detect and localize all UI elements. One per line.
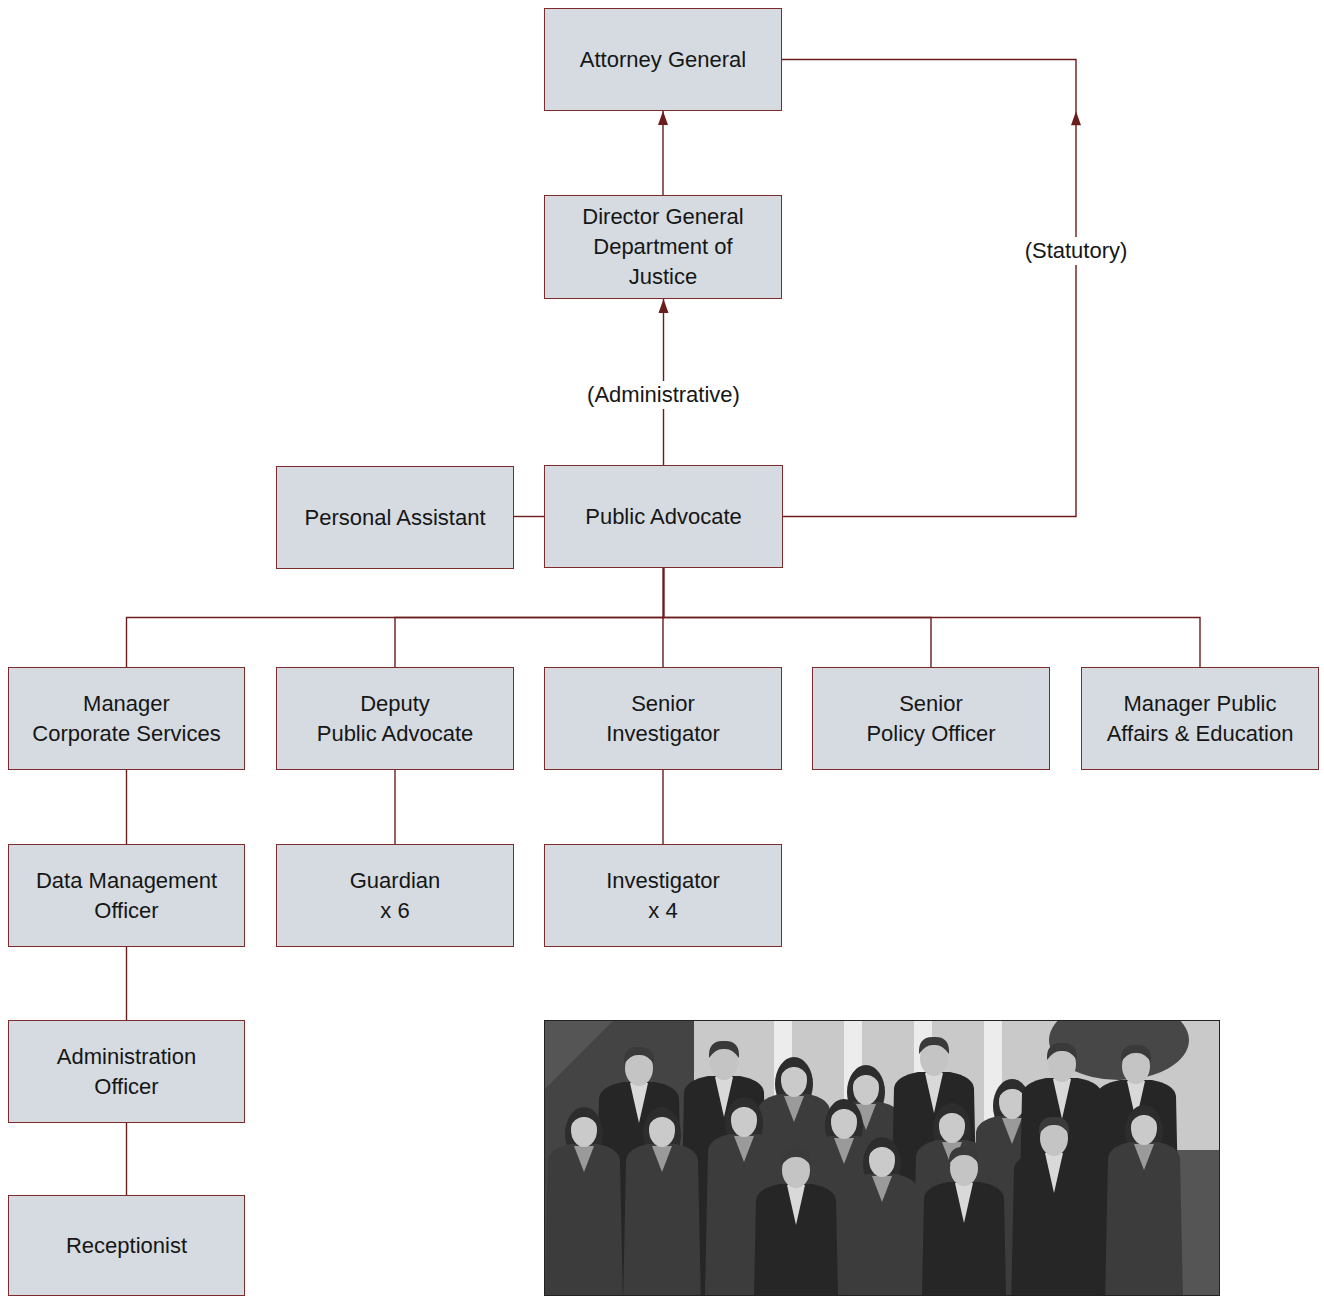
connector xyxy=(658,111,668,195)
connector-line xyxy=(395,568,664,667)
box-label: Public Advocate xyxy=(585,502,742,532)
org-box: Administration Officer xyxy=(8,1020,245,1123)
connector-line xyxy=(662,770,663,844)
org-box: Manager Corporate Services xyxy=(8,667,245,770)
connector xyxy=(663,770,664,844)
edge-label: (Administrative) xyxy=(584,381,743,409)
box-label: Manager Public Affairs & Education xyxy=(1107,689,1294,749)
person-figure xyxy=(620,1107,704,1296)
box-label: Attorney General xyxy=(580,45,746,75)
org-box: Senior Policy Officer xyxy=(812,667,1050,770)
org-box: Manager Public Affairs & Education xyxy=(1081,667,1319,770)
box-label: Manager Corporate Services xyxy=(32,689,220,749)
box-label: Administration Officer xyxy=(57,1042,196,1102)
org-box: Director General Department of Justice xyxy=(544,195,782,299)
box-label: Guardian x 6 xyxy=(350,866,441,926)
connector xyxy=(664,568,1201,667)
connector xyxy=(395,568,664,667)
person-figure xyxy=(1102,1105,1186,1296)
org-box: Public Advocate xyxy=(544,465,783,568)
connector xyxy=(127,568,664,667)
org-box: Data Management Officer xyxy=(8,844,245,947)
person-figure xyxy=(544,1107,626,1296)
box-label: Senior Policy Officer xyxy=(866,689,995,749)
org-box: Guardian x 6 xyxy=(276,844,514,947)
connector xyxy=(395,770,396,844)
person-figure xyxy=(918,1147,1010,1296)
connector xyxy=(126,1123,127,1195)
connector xyxy=(782,60,1081,517)
edge-label: (Statutory) xyxy=(1022,237,1131,265)
connector xyxy=(126,770,127,844)
connector-line xyxy=(126,947,127,1020)
box-label: Deputy Public Advocate xyxy=(317,689,474,749)
person-figure xyxy=(750,1149,842,1296)
org-box: Deputy Public Advocate xyxy=(276,667,514,770)
org-box: Investigator x 4 xyxy=(544,844,782,947)
photo-frame xyxy=(545,1021,1220,1296)
box-label: Receptionist xyxy=(66,1231,187,1261)
arrowhead xyxy=(658,111,668,125)
connector-line xyxy=(127,568,664,667)
connector-line xyxy=(394,770,395,844)
connector xyxy=(514,516,544,517)
arrowhead xyxy=(1071,111,1081,125)
box-label: Senior Investigator xyxy=(606,689,720,749)
org-box: Attorney General xyxy=(544,8,782,111)
connector-line xyxy=(664,568,1201,667)
org-box: Receptionist xyxy=(8,1195,245,1296)
connector xyxy=(126,947,127,1020)
box-label: Personal Assistant xyxy=(304,503,485,533)
box-label: Data Management Officer xyxy=(36,866,217,926)
box-label: Director General Department of Justice xyxy=(582,202,743,292)
arrowhead xyxy=(659,299,669,313)
connector-line xyxy=(126,770,127,844)
connector-line xyxy=(782,60,1076,517)
box-label: Investigator x 4 xyxy=(606,866,720,926)
person-figure xyxy=(840,1137,924,1296)
org-box: Senior Investigator xyxy=(544,667,782,770)
connector-line xyxy=(126,1123,127,1195)
person-figure xyxy=(1008,1117,1100,1296)
connector-line xyxy=(514,516,544,517)
org-box: Personal Assistant xyxy=(276,466,514,569)
staff-photo xyxy=(544,1020,1220,1296)
